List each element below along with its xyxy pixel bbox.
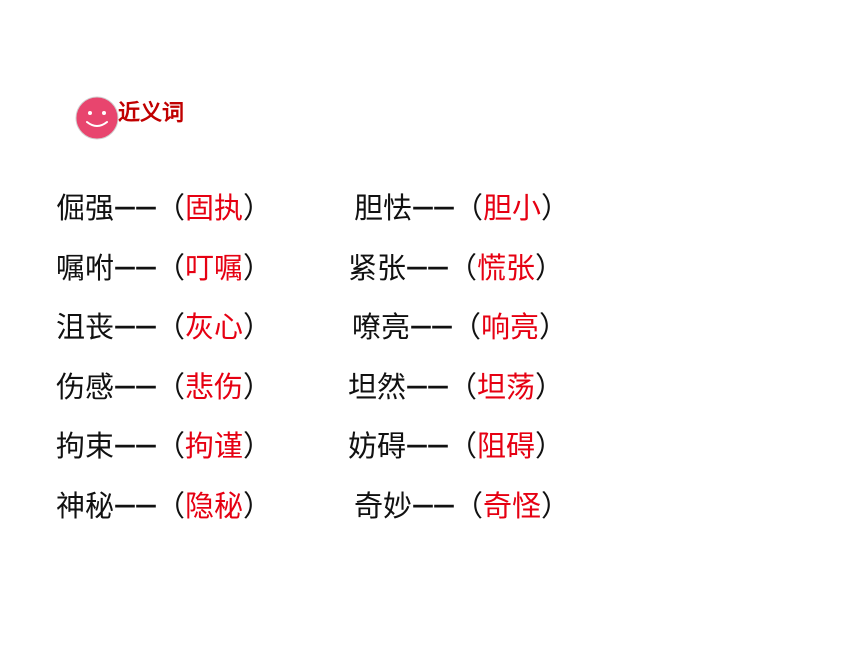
- synonym-row: 伤感——（悲伤） 坦然——（坦荡）: [56, 365, 816, 425]
- open-paren: （: [448, 429, 478, 463]
- synonym-pair-right: 胆怯——（胆小）: [354, 186, 570, 230]
- separator: ——: [114, 195, 157, 220]
- synonym-pair-left: 神秘——（隐秘）: [56, 484, 272, 528]
- synonym-row: 神秘——（隐秘） 奇妙——（奇怪）: [56, 484, 816, 544]
- synonym-pair-right: 奇妙——（奇怪）: [354, 484, 570, 528]
- synonym-pair-right: 妨碍——（阻碍）: [348, 424, 564, 468]
- separator: ——: [114, 433, 157, 458]
- heading-label: 近义词: [118, 101, 185, 126]
- separator: ——: [412, 195, 455, 220]
- close-paren: ）: [535, 369, 565, 404]
- word: 拘束: [56, 429, 115, 463]
- open-paren: （: [156, 310, 186, 344]
- open-paren: （: [156, 369, 186, 404]
- open-paren: （: [156, 429, 186, 463]
- synonym-row: 拘束——（拘谨） 妨碍——（阻碍）: [56, 424, 816, 484]
- synonym-pair-right: 坦然——（坦荡）: [348, 365, 564, 409]
- synonym-pair-left: 伤感——（悲伤）: [56, 365, 272, 409]
- separator: ——: [412, 492, 455, 518]
- close-paren: ）: [535, 429, 565, 463]
- open-paren: （: [156, 191, 186, 225]
- word: 伤感: [56, 369, 115, 404]
- synonym-row: 倔强——（固执） 胆怯——（胆小）: [56, 186, 816, 246]
- open-paren: （: [156, 488, 186, 523]
- word: 沮丧: [56, 310, 115, 344]
- answer: 慌张: [477, 250, 536, 285]
- word: 嘹亮: [352, 310, 411, 344]
- close-paren: ）: [535, 250, 565, 285]
- close-paren: ）: [541, 488, 571, 523]
- close-paren: ）: [243, 250, 273, 285]
- close-paren: ）: [243, 369, 273, 404]
- synonym-pair-left: 嘱咐——（叮嘱）: [56, 246, 272, 290]
- word: 奇妙: [354, 488, 413, 523]
- separator: ——: [114, 373, 157, 399]
- close-paren: ）: [539, 310, 569, 344]
- open-paren: （: [454, 488, 484, 523]
- synonym-row: 嘱咐——（叮嘱） 紧张——（慌张）: [56, 246, 816, 306]
- synonym-list: 倔强——（固执） 胆怯——（胆小） 嘱咐——（叮嘱） 紧张——（慌张） 沮丧——…: [56, 186, 816, 543]
- separator: ——: [114, 492, 157, 518]
- word: 妨碍: [348, 429, 407, 463]
- answer: 胆小: [483, 191, 542, 225]
- answer: 阻碍: [477, 429, 536, 463]
- smiley-face-icon: [75, 96, 119, 140]
- synonym-pair-left: 倔强——（固执）: [56, 186, 272, 230]
- synonym-pair-right: 紧张——（慌张）: [348, 246, 564, 290]
- open-paren: （: [448, 369, 478, 404]
- open-paren: （: [454, 191, 484, 225]
- answer: 奇怪: [483, 488, 542, 523]
- separator: ——: [114, 314, 157, 339]
- close-paren: ）: [243, 488, 273, 523]
- synonym-row: 沮丧——（灰心） 嘹亮——（响亮）: [56, 305, 816, 365]
- separator: ——: [406, 433, 449, 458]
- answer: 叮嘱: [185, 250, 244, 285]
- synonym-pair-left: 沮丧——（灰心）: [56, 305, 272, 349]
- word: 倔强: [56, 191, 115, 225]
- answer: 拘谨: [185, 429, 244, 463]
- close-paren: ）: [243, 310, 273, 344]
- close-paren: ）: [243, 191, 273, 225]
- word: 嘱咐: [56, 250, 115, 285]
- separator: ——: [406, 373, 449, 399]
- word: 紧张: [348, 250, 407, 285]
- section-heading: 近义词: [75, 96, 275, 140]
- answer: 响亮: [481, 310, 540, 344]
- answer: 隐秘: [185, 488, 244, 523]
- close-paren: ）: [541, 191, 571, 225]
- answer: 悲伤: [185, 369, 244, 404]
- open-paren: （: [156, 250, 186, 285]
- separator: ——: [406, 254, 449, 280]
- synonym-pair-right: 嘹亮——（响亮）: [352, 305, 568, 349]
- open-paren: （: [448, 250, 478, 285]
- separator: ——: [410, 314, 453, 339]
- word: 坦然: [348, 369, 407, 404]
- open-paren: （: [452, 310, 482, 344]
- synonym-pair-left: 拘束——（拘谨）: [56, 424, 272, 468]
- separator: ——: [114, 254, 157, 280]
- word: 胆怯: [354, 191, 413, 225]
- answer: 坦荡: [477, 369, 536, 404]
- word: 神秘: [56, 488, 115, 523]
- answer: 灰心: [185, 310, 244, 344]
- answer: 固执: [185, 191, 244, 225]
- close-paren: ）: [243, 429, 273, 463]
